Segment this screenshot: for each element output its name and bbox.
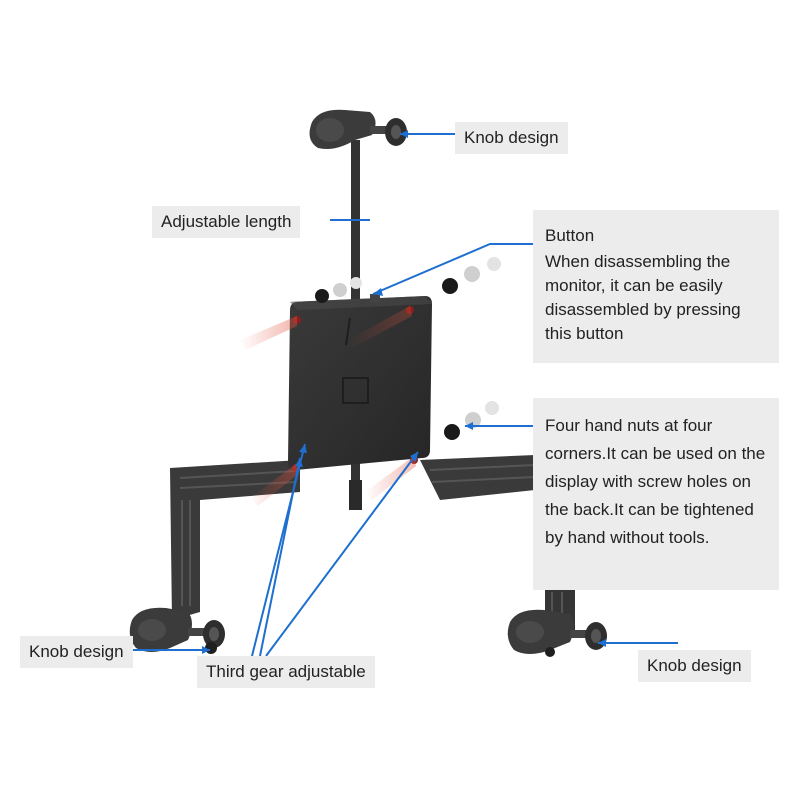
release-button — [370, 294, 380, 302]
callout-button-body: When disassembling the monitor, it can b… — [545, 252, 741, 343]
label-knob-right: Knob design — [638, 650, 751, 682]
callout-button-title: Button — [545, 226, 595, 245]
hand-nut-top-left — [315, 277, 362, 303]
label-third-gear: Third gear adjustable — [197, 656, 375, 688]
label-knob-left: Knob design — [20, 636, 133, 668]
callout-button: Button When disassembling the monitor, i… — [533, 210, 779, 363]
label-knob-top: Knob design — [455, 122, 568, 154]
hand-nut-bottom-right — [444, 401, 499, 440]
callout-hand-nuts: Four hand nuts at four corners.It can be… — [533, 398, 779, 590]
callout-hand-nuts-body: Four hand nuts at four corners.It can be… — [545, 416, 766, 547]
bottom-left-knob — [129, 607, 225, 654]
top-knob — [309, 109, 407, 149]
label-adjustable-length: Adjustable length — [152, 206, 301, 238]
bottom-right-knob — [507, 609, 607, 657]
mounting-plate — [288, 296, 432, 470]
leader-lines — [130, 133, 678, 657]
hand-nut-top-right — [442, 257, 501, 294]
